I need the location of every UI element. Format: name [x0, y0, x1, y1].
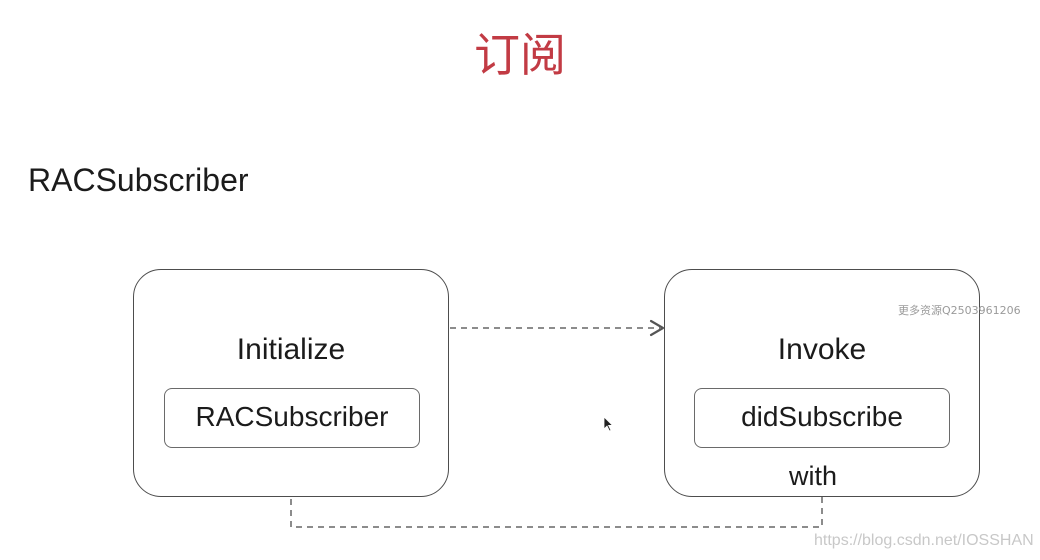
edge-initialize-to-invoke — [450, 319, 665, 337]
mouse-pointer-icon — [603, 416, 614, 432]
arrowhead-right-icon — [649, 319, 665, 337]
initialize-inner-box: RACSubscriber — [164, 388, 420, 448]
side-watermark: 更多资源Q2503961206 — [898, 304, 1021, 317]
bottom-watermark: https://blog.csdn.net/IOSSHAN — [814, 532, 1034, 549]
invoke-with-label: with — [788, 461, 837, 491]
initialize-node: Initialize RACSubscriber — [133, 269, 449, 497]
invoke-inner-box: didSubscribe — [694, 388, 950, 448]
slide-title: 订阅 — [474, 28, 566, 82]
invoke-title: Invoke — [777, 333, 867, 366]
initialize-title: Initialize — [236, 333, 346, 366]
invoke-node: Invoke didSubscribe with — [664, 269, 980, 497]
slide-heading: RACSubscriber — [28, 162, 249, 198]
